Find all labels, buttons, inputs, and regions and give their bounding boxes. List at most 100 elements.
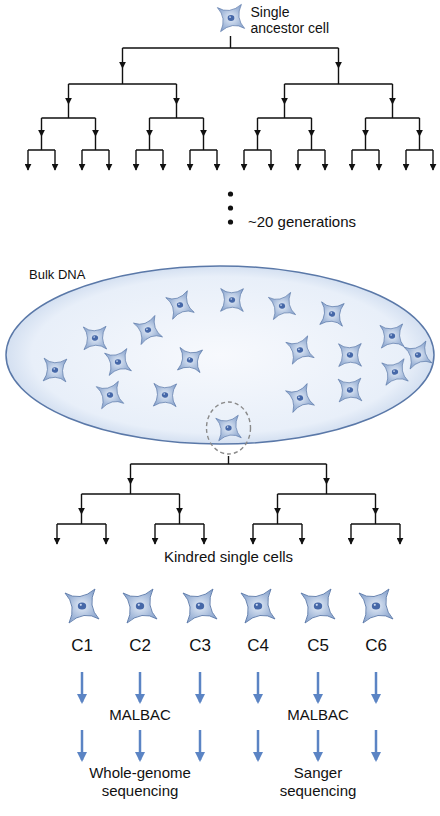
- cell-shape: [359, 589, 393, 623]
- tree-arrow: [54, 150, 55, 170]
- kindred-cell: C5: [293, 586, 343, 660]
- dot: [228, 205, 233, 210]
- tree-arrow: [284, 84, 285, 104]
- kindred-cell: C4: [233, 586, 283, 660]
- cell-icon: [382, 359, 409, 386]
- flow-arrow: [81, 672, 84, 702]
- tree-arrow: [338, 48, 339, 68]
- cell-icon: [165, 290, 195, 320]
- cell-icon: [238, 586, 278, 626]
- tree-arrow: [162, 150, 163, 170]
- node-label: C5: [293, 636, 343, 656]
- flow-arrow: [81, 730, 84, 760]
- workflow-arrows: [82, 672, 376, 760]
- cell-icon: [336, 341, 364, 369]
- cell-icon: [356, 586, 396, 626]
- tree-arrow: [179, 494, 180, 514]
- cell-icon: [317, 299, 347, 329]
- generation-note: ~20 generations: [248, 213, 418, 231]
- node-label: Single ancestor cell: [251, 4, 347, 36]
- tree-arrow: [326, 464, 327, 484]
- cell-icon: [120, 586, 160, 626]
- cell-icon: [336, 376, 364, 404]
- cell-icon: [62, 586, 102, 626]
- flow-arrow: [139, 672, 142, 702]
- flow-arrow: [257, 672, 260, 702]
- tree-arrow: [252, 524, 253, 544]
- tree-arrow: [176, 84, 177, 104]
- flow-arrow: [139, 730, 142, 760]
- cell-icon: [268, 292, 296, 320]
- tree-arrow: [203, 118, 204, 136]
- node-label: Bulk DNA: [29, 267, 149, 283]
- cell-icon: [378, 322, 405, 349]
- selection-circle: [207, 402, 251, 454]
- method-label: Sanger sequencing: [258, 764, 378, 800]
- method-label: MALBAC: [263, 706, 373, 724]
- method-label: Whole-genome sequencing: [80, 764, 200, 800]
- tree-arrow: [419, 118, 420, 136]
- tree-arrow: [399, 524, 400, 544]
- cell-icon: [216, 415, 242, 441]
- cell-icon: [81, 324, 109, 352]
- tree-arrow: [203, 524, 204, 544]
- group-label: Kindred single cells: [129, 548, 329, 566]
- flow-arrow: [375, 730, 378, 760]
- node-label: C3: [175, 636, 225, 656]
- tree-arrow: [27, 150, 28, 170]
- kindred-cell: C1: [57, 586, 107, 660]
- node-label: C1: [57, 636, 107, 656]
- tree-arrow: [270, 150, 271, 170]
- tree-arrow: [189, 150, 190, 170]
- continuation-dots: [228, 191, 233, 224]
- flow-arrow: [375, 672, 378, 702]
- bulk-dna-ellipse: Bulk DNA: [5, 265, 435, 445]
- node-label: C4: [233, 636, 283, 656]
- tree-arrow: [351, 150, 352, 170]
- cell-icon: [150, 380, 179, 409]
- cell-icon: [404, 341, 433, 370]
- cell-icon: [285, 383, 315, 413]
- cell-icon: [175, 345, 206, 376]
- dot: [228, 219, 233, 224]
- tree-arrow: [297, 150, 298, 170]
- tree-arrow: [130, 464, 131, 484]
- cell-icon: [104, 348, 131, 375]
- tree-arrow: [149, 118, 150, 136]
- tree-arrow: [68, 84, 69, 104]
- cell-shape: [123, 589, 157, 623]
- kindred-cell: C3: [175, 586, 225, 660]
- cell-icon: [215, 2, 247, 34]
- flow-arrow: [199, 672, 202, 702]
- cell-icon: [218, 286, 247, 315]
- cell-shape: [217, 4, 244, 31]
- cell-icon: [96, 381, 124, 409]
- tree-arrow: [81, 150, 82, 170]
- tree-arrow: [135, 150, 136, 170]
- tree-arrow: [375, 494, 376, 514]
- ellipse-outline: [5, 265, 435, 445]
- dot: [228, 191, 233, 196]
- cell-shape: [301, 589, 335, 623]
- flow-arrow: [257, 730, 260, 760]
- tree-arrow: [56, 524, 57, 544]
- kindred-cell: C6: [351, 586, 401, 660]
- tree-arrow: [350, 524, 351, 544]
- lineage-tree-upper: [28, 36, 433, 170]
- cell-icon: [285, 335, 314, 364]
- flow-arrow: [317, 730, 320, 760]
- tree-arrow: [108, 150, 109, 170]
- flow-arrow: [317, 672, 320, 702]
- flow-arrow: [199, 730, 202, 760]
- ancestor-cell: Single ancestor cell: [215, 2, 347, 38]
- tree-arrow: [405, 150, 406, 170]
- cell-shape: [183, 589, 217, 623]
- node-label: C6: [351, 636, 401, 656]
- tree-arrow: [257, 118, 258, 136]
- tree-arrow: [311, 118, 312, 136]
- tree-arrow: [41, 118, 42, 136]
- method-label: MALBAC: [85, 706, 195, 724]
- tree-arrow: [392, 84, 393, 104]
- tree-arrow: [324, 150, 325, 170]
- tree-arrow: [243, 150, 244, 170]
